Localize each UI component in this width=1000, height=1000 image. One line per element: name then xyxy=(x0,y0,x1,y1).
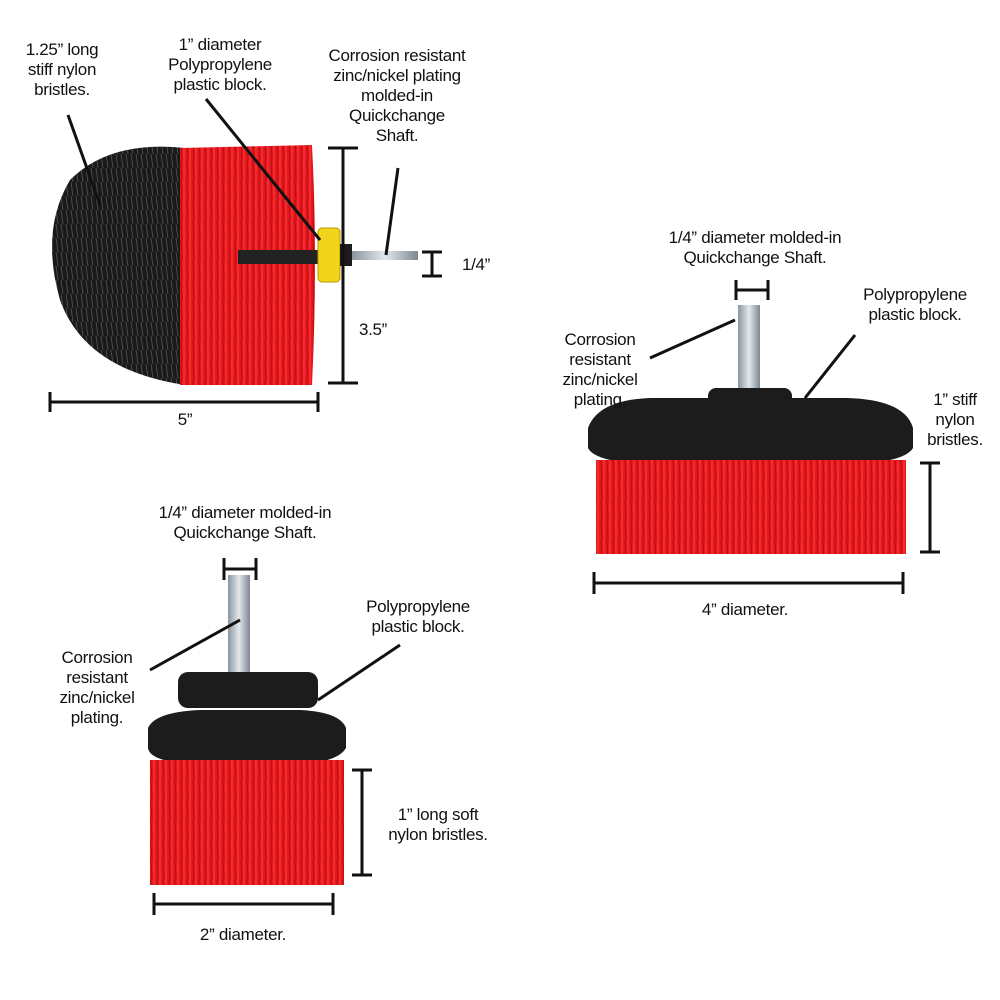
diameter-dimension: 4” diameter. xyxy=(701,600,789,619)
label-line: Corrosion xyxy=(61,648,133,667)
label-line: plastic block. xyxy=(868,305,962,324)
diameter-dimension: 2” diameter. xyxy=(199,925,287,944)
red-bristles xyxy=(180,145,315,385)
label-line: zinc/nickel xyxy=(59,688,135,707)
large-round-brush xyxy=(52,145,418,385)
label-line: stiff nylon xyxy=(27,60,97,79)
shaft-label: Corrosion resistant zinc/nickel plating … xyxy=(329,46,466,146)
label-line: bristles. xyxy=(927,430,983,449)
black-bristles xyxy=(52,146,185,385)
hex-shaft xyxy=(352,251,418,260)
shaft-label: 1/4” diameter molded-in Quickchange Shaf… xyxy=(159,503,332,543)
plastic-block xyxy=(588,398,913,465)
label-line: Corrosion resistant xyxy=(328,46,466,65)
height-dimension: 3.5” xyxy=(358,320,388,339)
bristle-label: 1” stiff nylon bristles. xyxy=(927,390,983,450)
label-line: nylon bristles. xyxy=(388,825,488,844)
shaft-label: 1/4” diameter molded-in Quickchange Shaf… xyxy=(669,228,842,268)
red-bristles xyxy=(596,460,906,554)
label-line: 1/4” diameter molded-in xyxy=(668,228,842,247)
label-line: Polypropylene xyxy=(366,597,470,616)
plating-label: Corrosion resistant zinc/nickel plating. xyxy=(562,330,637,410)
red-bristles xyxy=(150,760,344,885)
label-line: plastic block. xyxy=(371,617,465,636)
label-line: molded-in xyxy=(361,86,433,105)
label-line: Shaft. xyxy=(375,126,419,145)
plastic-block xyxy=(148,710,346,764)
label-line: bristles. xyxy=(34,80,90,99)
label-line: Quickchange Shaft. xyxy=(173,523,317,542)
label-line: plating. xyxy=(573,390,627,409)
label-line: plastic block. xyxy=(173,75,267,94)
label-line: resistant xyxy=(66,668,128,687)
label-line: Polypropylene xyxy=(168,55,272,74)
label-line: zinc/nickel xyxy=(562,370,638,389)
width-dimension: 5” xyxy=(177,410,193,429)
block-label: Polypropylene plastic block. xyxy=(366,597,470,637)
plating-label: Corrosion resistant zinc/nickel plating. xyxy=(59,648,134,728)
label-line: resistant xyxy=(569,350,631,369)
shaft-dimension: 1/4” xyxy=(461,255,491,274)
hex-shaft xyxy=(228,575,250,685)
label-line: 1” stiff xyxy=(933,390,977,409)
dimension-lines xyxy=(48,98,940,915)
brush-core xyxy=(238,250,318,264)
flat-4in-brush xyxy=(588,305,913,554)
label-line: Quickchange Shaft. xyxy=(683,248,827,267)
block-label: 1” diameter Polypropylene plastic block. xyxy=(168,35,272,95)
label-line: 1” diameter xyxy=(178,35,262,54)
label-line: zinc/nickel plating xyxy=(333,66,461,85)
label-line: 1.25” long xyxy=(25,40,99,59)
label-line: Corrosion xyxy=(564,330,636,349)
bristle-label: 1” long soft nylon bristles. xyxy=(388,805,488,845)
hex-shaft xyxy=(738,305,760,397)
brush-2in xyxy=(148,575,346,885)
label-line: nylon xyxy=(935,410,975,429)
label-line: 1” long soft xyxy=(397,805,479,824)
block-label: Polypropylene plastic block. xyxy=(863,285,967,325)
label-line: 1/4” diameter molded-in xyxy=(158,503,332,522)
bristle-length-label: 1.25” long stiff nylon bristles. xyxy=(26,40,99,100)
label-line: Polypropylene xyxy=(863,285,967,304)
yellow-block xyxy=(317,227,341,283)
label-line: plating. xyxy=(70,708,124,727)
label-line: Quickchange xyxy=(349,106,445,125)
